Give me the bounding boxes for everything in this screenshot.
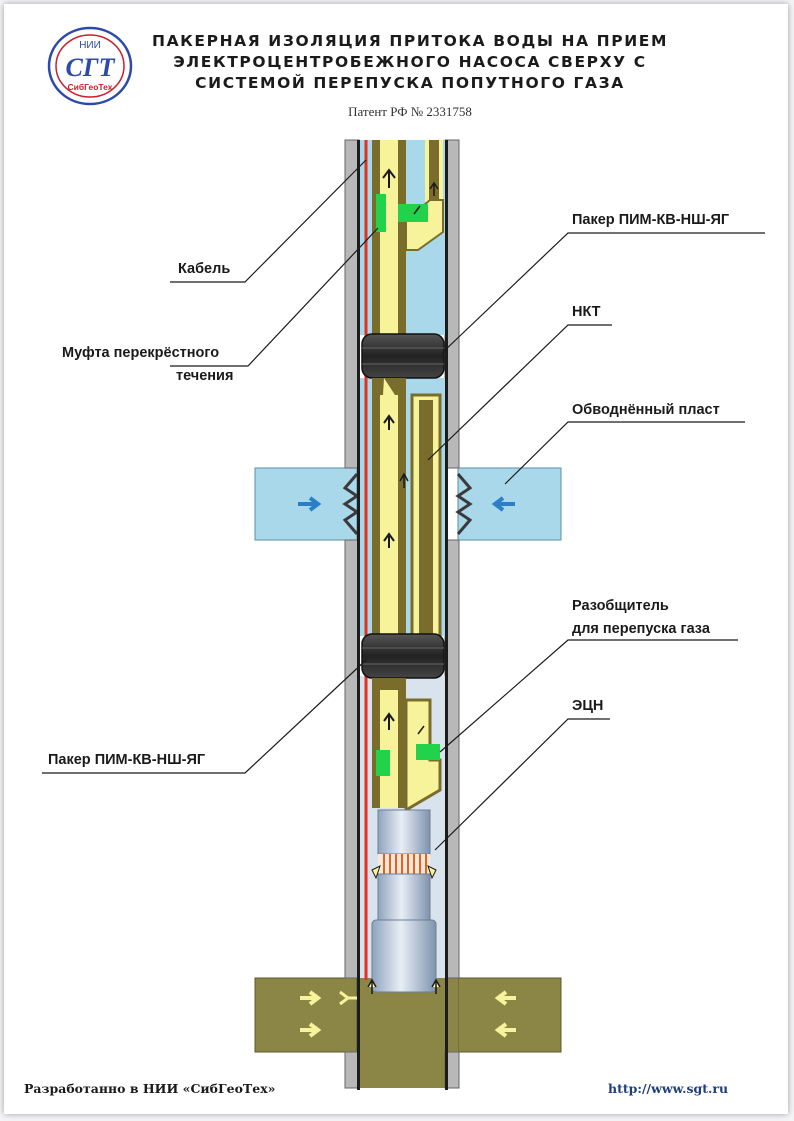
label-separator-line2: для перепуска газа [572,621,710,637]
footer-developer: Разработанно в НИИ «СибГеоТех» [24,1081,276,1096]
title-line: СИСТЕМОЙ ПЕРЕПУСКА ПОПУТНОГО ГАЗА [195,74,625,92]
oil-inflow-arrow [494,990,516,1006]
leader-lines [42,159,765,851]
leader-packer-bottom [42,659,367,774]
leader-cable [170,159,367,283]
separator-green-part [376,750,390,776]
logo-bottom-text: СибГеоТех [67,82,112,92]
sgt-logo: НИИ СГТ СибГеоТех [47,26,133,106]
oil-inflow-arrow [300,1022,322,1038]
label-packer-top: Пакер ПИМ-КВ-НШ-ЯГ [572,212,730,228]
crossflow-coupling-part [398,204,428,222]
title-line: ЭЛЕКТРОЦЕНТРОБЕЖНОГО НАСОСА СВЕРХУ С [173,53,647,71]
packer-upper [361,333,445,379]
leader-coupling [170,227,379,367]
leader-pump [434,718,610,851]
logo-main-text: СГТ [66,53,116,82]
packer-lower [361,633,445,679]
label-coupling-line2: течения [176,368,234,384]
label-cable: Кабель [178,261,231,277]
label-pump: ЭЦН [572,698,604,714]
label-packer-bottom: Пакер ПИМ-КВ-НШ-ЯГ [48,752,206,768]
leader-packer-top [441,232,765,354]
patent-number: Патент РФ № 2331758 [348,104,472,119]
leader-tubing [427,324,612,461]
title-line: ПАКЕРНАЯ ИЗОЛЯЦИЯ ПРИТОКА ВОДЫ НА ПРИЕМ [152,32,668,50]
oil-inflow-arrow [494,1022,516,1038]
productive-layer [254,977,562,1088]
leader-separator [439,639,738,753]
separator-green-part [416,744,440,760]
logo-top-text: НИИ [79,40,101,51]
gas-bypass-separator [372,678,442,813]
oil-inflow-arrow [300,990,322,1006]
water-inflow-arrow [491,496,515,512]
poster-title: ПАКЕРНАЯ ИЗОЛЯЦИЯ ПРИТОКА ВОДЫ НА ПРИЕМ … [140,31,680,94]
water-inflow-arrow [298,496,322,512]
label-watered-layer: Обводнённый пласт [572,402,720,418]
casing [344,139,460,1090]
upper-tubing [372,140,444,335]
crossflow-coupling-part [376,194,386,232]
tubing-nkt [372,378,442,638]
leader-watered-layer [504,421,745,485]
esp-pump [367,809,441,994]
label-separator-line1: Разобщитель [572,598,669,614]
label-coupling-line1: Муфта перекрёстного [62,345,220,361]
footer-url[interactable]: http://www.sgt.ru [608,1081,729,1096]
label-tubing: НКТ [572,304,601,320]
